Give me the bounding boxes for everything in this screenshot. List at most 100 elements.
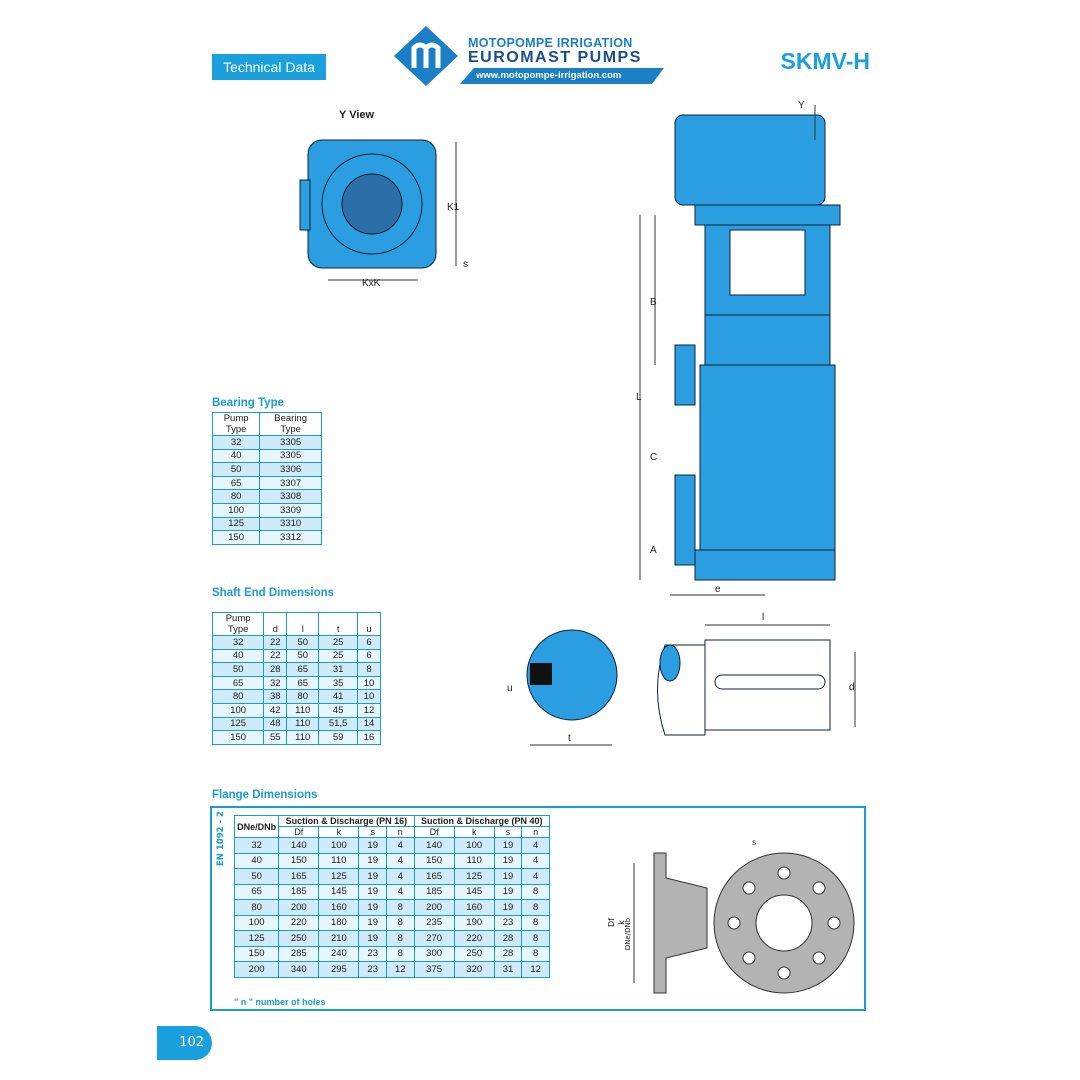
bearing-title: Bearing Type: [212, 397, 284, 409]
flange-note: " n " number of holes: [234, 997, 326, 1007]
table-cell: 50: [286, 648, 320, 664]
table-cell: 3305: [259, 435, 322, 450]
table-cell: 22: [263, 635, 288, 650]
table-cell: 4: [385, 852, 415, 869]
dim-s: s: [463, 259, 468, 270]
table-cell: 3305: [259, 448, 322, 464]
table-cell: 19: [493, 837, 523, 854]
table-cell: 125: [453, 868, 495, 885]
table-cell: 65: [233, 883, 280, 900]
logo-mark: [394, 26, 664, 86]
flange-standard: EN 1092 - 2: [216, 811, 226, 866]
table-cell: 4: [521, 852, 550, 869]
table-cell: 80: [211, 689, 265, 704]
table-cell: 140: [278, 837, 320, 854]
column-header: Bearing Type: [259, 412, 322, 436]
table-cell: 19: [358, 899, 387, 916]
column-header: Df: [413, 826, 455, 838]
column-header: Df: [278, 826, 320, 838]
table-cell: 8: [521, 899, 550, 916]
column-header: Pump Type: [211, 612, 265, 636]
table-cell: 65: [211, 675, 265, 691]
table-cell: 65: [211, 475, 261, 491]
table-cell: 50: [233, 868, 280, 885]
table-cell: 32: [233, 837, 280, 854]
column-header: t: [318, 612, 358, 636]
table-cell: 40: [233, 852, 280, 869]
table-cell: 110: [286, 716, 320, 732]
shaft-title: Shaft End Dimensions: [212, 587, 335, 599]
table-cell: 50: [211, 662, 265, 677]
table-cell: 4: [385, 837, 415, 854]
table-cell: 145: [318, 883, 360, 900]
table-cell: 3308: [259, 489, 322, 504]
table-cell: 150: [211, 530, 261, 545]
table-cell: 31: [493, 961, 523, 978]
table-cell: 150: [413, 852, 455, 869]
table-cell: 65: [286, 662, 320, 677]
table-cell: 25: [318, 648, 358, 664]
table-cell: 140: [413, 837, 455, 854]
table-cell: 250: [453, 945, 495, 962]
dim-k1: K1: [447, 202, 460, 213]
logo-line1: MOTOPOMPE IRRIGATION: [468, 36, 633, 50]
table-cell: 23: [358, 961, 387, 978]
table-cell: 32: [211, 635, 265, 650]
table-cell: 38: [263, 689, 288, 704]
dim-kxk: KxK: [362, 278, 381, 289]
table-cell: 125: [211, 716, 265, 732]
table-cell: 25: [318, 635, 358, 650]
table-cell: 110: [318, 852, 360, 869]
y-view-title: Y View: [339, 109, 375, 121]
table-cell: 23: [358, 945, 387, 962]
table-cell: 150: [233, 945, 280, 962]
table-cell: 190: [453, 914, 495, 931]
table-cell: 51,5: [318, 716, 358, 732]
section-label: Technical Data: [212, 54, 326, 80]
dim-y: Y: [798, 100, 805, 111]
table-cell: 100: [233, 914, 280, 931]
table-cell: 250: [278, 930, 320, 947]
table-cell: 165: [413, 868, 455, 885]
table-cell: 8: [385, 945, 415, 962]
table-cell: 14: [356, 716, 382, 732]
table-cell: 375: [413, 961, 455, 978]
dim-t: t: [568, 733, 571, 744]
model-title: SKMV-H: [780, 48, 870, 74]
column-header: n: [521, 826, 550, 838]
table-cell: 200: [413, 899, 455, 916]
table-cell: 180: [318, 914, 360, 931]
table-cell: 50: [211, 462, 261, 477]
dim-a: A: [650, 545, 657, 556]
table-cell: 8: [385, 914, 415, 931]
table-cell: 28: [493, 930, 523, 947]
table-cell: 32: [263, 675, 288, 691]
column-header: s: [358, 826, 387, 838]
table-cell: 31: [318, 662, 358, 677]
table-cell: 150: [211, 730, 265, 745]
table-cell: 110: [286, 730, 320, 745]
table-cell: 3312: [259, 530, 322, 545]
dim-l-shaft: l: [762, 612, 765, 623]
table-cell: 210: [318, 930, 360, 947]
table-cell: 10: [356, 689, 382, 704]
